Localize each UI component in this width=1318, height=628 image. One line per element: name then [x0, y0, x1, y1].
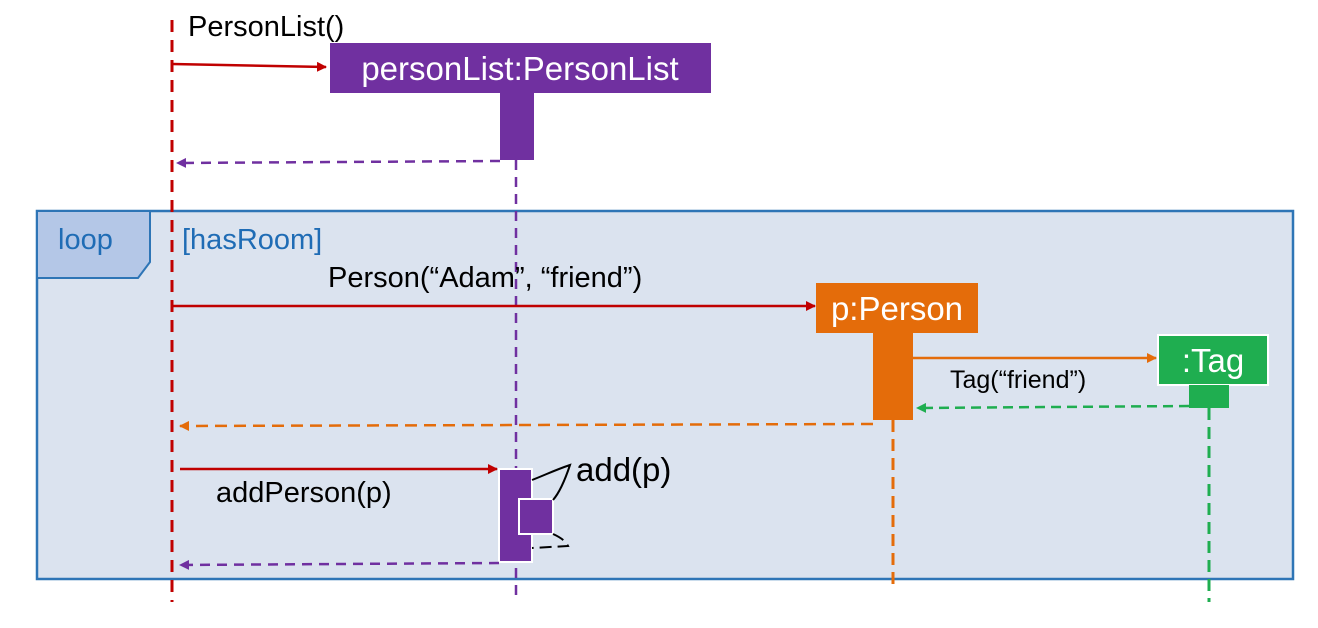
person-list-activation-constructor: [500, 93, 534, 160]
add-self-call-arrow: [531, 463, 572, 501]
person-list-object-box: [330, 43, 711, 93]
person-list-object-label: personList:PersonList: [361, 50, 678, 87]
tag-object-label: :Tag: [1182, 342, 1244, 379]
create-tag-label: Tag(“friend”): [950, 366, 1086, 394]
person-object-box: [816, 283, 978, 333]
loop-guard: [hasRoom]: [182, 224, 322, 256]
add-self-return-arrow: [531, 533, 570, 549]
loop-label: loop: [58, 224, 113, 256]
tag-return-arrow: [916, 402, 1190, 413]
add-person-return-arrow: [179, 559, 500, 570]
person-activation: [873, 333, 913, 420]
create-person-list-label: PersonList(): [188, 11, 344, 43]
person-list-activation-add-self: [518, 498, 554, 535]
add-person-label: addPerson(p): [216, 477, 392, 509]
tag-activation: [1189, 385, 1229, 408]
person-list-return-arrow: [176, 157, 501, 168]
create-person-list-arrow: [171, 61, 327, 72]
create-person-label: Person(“Adam”, “friend”): [328, 262, 642, 294]
loop-frame: [35, 209, 1295, 581]
person-object-label: p:Person: [831, 290, 963, 327]
loop-tab: [36, 210, 151, 279]
person-return-arrow: [179, 420, 874, 431]
add-self-label: add(p): [576, 451, 671, 488]
tag-object-box: [1157, 334, 1269, 386]
